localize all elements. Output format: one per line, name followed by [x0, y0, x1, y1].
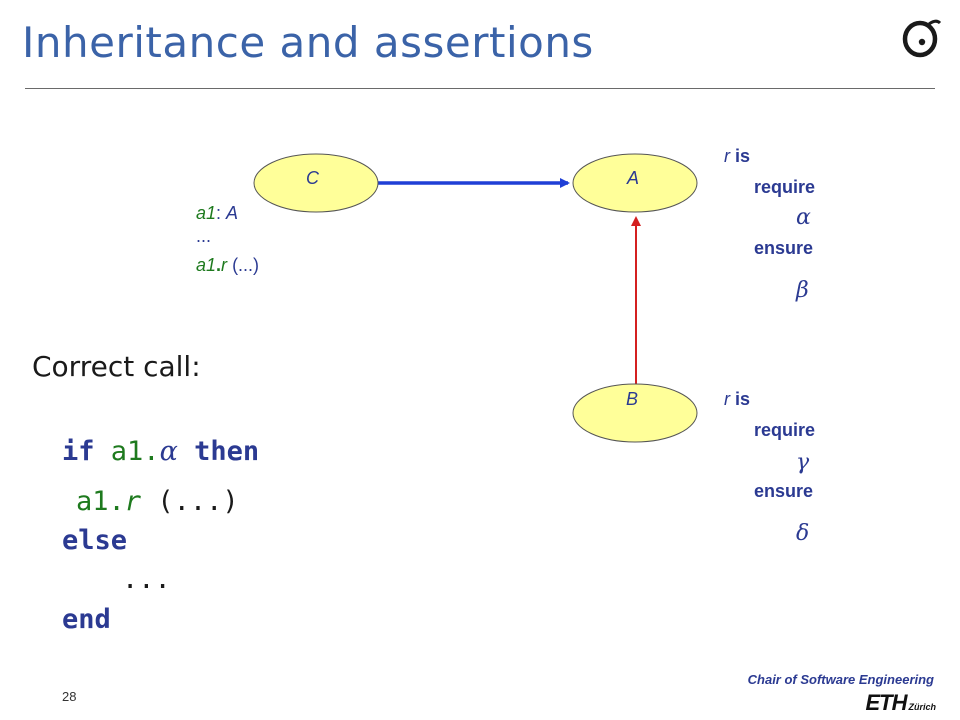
code-dots-line: ... — [122, 564, 171, 595]
contract-a-precondition: α — [796, 205, 811, 230]
slide-title: Inheritance and assertions — [22, 18, 594, 67]
class-c-node — [253, 153, 379, 213]
contract-b-precondition: γ — [796, 450, 810, 475]
class-c-label: C — [306, 168, 319, 188]
class-a-node — [572, 153, 698, 213]
correct-call-heading: Correct call: — [32, 350, 201, 383]
contract-a-ensure: ensure — [754, 238, 814, 258]
code-else-line: else — [62, 525, 128, 556]
class-a-label: A — [627, 168, 640, 188]
client-call: a1.r (...) — [196, 255, 260, 275]
contract-b-require: require — [754, 420, 816, 440]
contract-b-postcondition: δ — [796, 521, 810, 546]
code-call-line: a1.r (...) — [76, 486, 239, 517]
contract-b-header: r is — [724, 389, 751, 409]
client-dots: ... — [196, 226, 212, 246]
chair-logo-icon — [902, 19, 942, 58]
contract-a-header: r is — [724, 146, 751, 166]
contract-a-require: require — [754, 177, 816, 197]
page-number: 28 — [62, 689, 77, 704]
code-end-line: end — [62, 604, 111, 635]
class-b-label: B — [626, 389, 639, 409]
code-if-line: if a1.α then — [62, 436, 260, 467]
title-divider — [25, 88, 935, 89]
client-declaration: a1: A — [196, 203, 239, 223]
contract-b-ensure: ensure — [754, 481, 814, 501]
class-b-node — [572, 383, 698, 443]
contract-a-postcondition: β — [796, 278, 809, 303]
footer-chair-name: Chair of Software Engineering — [747, 672, 934, 687]
